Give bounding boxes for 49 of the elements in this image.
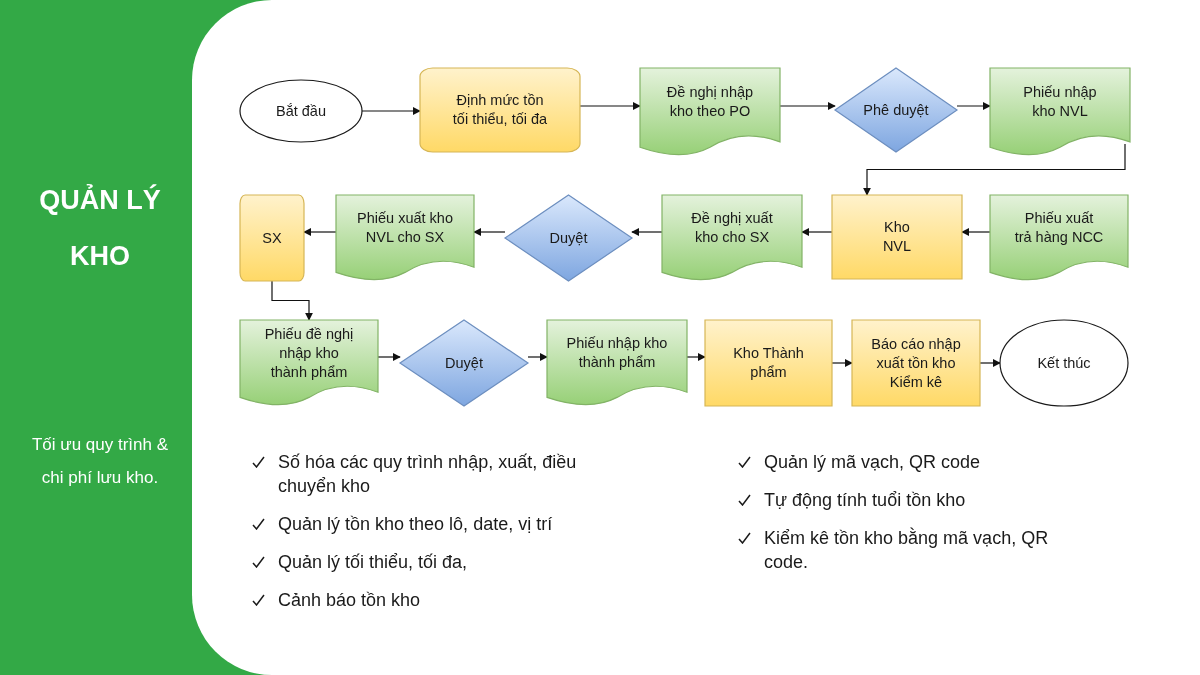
node-label: Kho NVL [881,218,913,256]
document-shape [336,195,474,281]
checklist-item: Số hóa các quy trình nhập, xuất, điều chuyển kho [248,450,628,498]
node-label: Phiếu xuất trả hàng NCC [1013,209,1105,247]
decision-diamond [835,68,957,152]
terminal-ellipse [240,80,362,142]
checklist-item: Tự động tính tuổi tồn kho [734,488,1084,512]
checklist-item: Quản lý tối thiểu, tối đa, [248,550,628,574]
checklist-item: Kiểm kê tồn kho bằng mã vạch, QR code. [734,526,1084,574]
process-box [705,320,832,406]
node-label: Phiếu xuất kho NVL cho SX [356,209,454,247]
node-label: Phiếu nhập kho NVL [1022,83,1098,121]
node-label: Phê duyệt [863,100,929,120]
checklist-item: Quản lý tồn kho theo lô, date, vị trí [248,512,628,536]
process-box [832,195,962,279]
node-label: Định mức tồn tối thiểu, tối đa [451,91,549,129]
arrow [271,280,313,321]
arrow [956,102,991,110]
checklist-item: Quản lý mã vạch, QR code [734,450,1084,474]
document-shape [547,320,687,406]
node-label: Phiếu đề nghị nhập kho thành phẩm [263,324,355,382]
node-label: Kết thúc [1037,353,1091,373]
node-label: Báo cáo nhập xuất tồn kho [870,334,962,373]
arrow [527,353,548,361]
tagline: Tối ưu quy trình & chi phí lưu kho. [30,434,170,489]
process-box [240,195,304,281]
title: QUẢN LÝ KHO [38,183,162,273]
document-shape [662,195,802,281]
checklist-item: Cảnh báo tồn kho [248,588,628,612]
document-shape [990,195,1128,281]
node-label: Kiểm kê [889,372,943,392]
arrow [631,228,663,236]
node-label: Kho Thành phẩm [732,344,805,382]
node-label: Duyệt [549,228,588,248]
node-label: Duyệt [445,353,483,373]
decision-diamond [505,195,632,281]
document-shape [990,68,1130,156]
node-label: Phiếu nhập kho thành phẩm [565,334,669,372]
node-label: Đề nghị nhập kho theo PO [665,83,755,121]
process-box [420,68,580,152]
process-box [852,320,980,406]
document-shape [640,68,780,156]
terminal-ellipse [1000,320,1128,406]
node-label: Bắt đầu [276,101,326,121]
node-label: Đề nghị xuất kho cho SX [690,209,774,247]
document-shape [240,320,378,406]
decision-diamond [400,320,528,406]
node-label: SX [262,228,282,248]
arrow [863,143,1126,196]
